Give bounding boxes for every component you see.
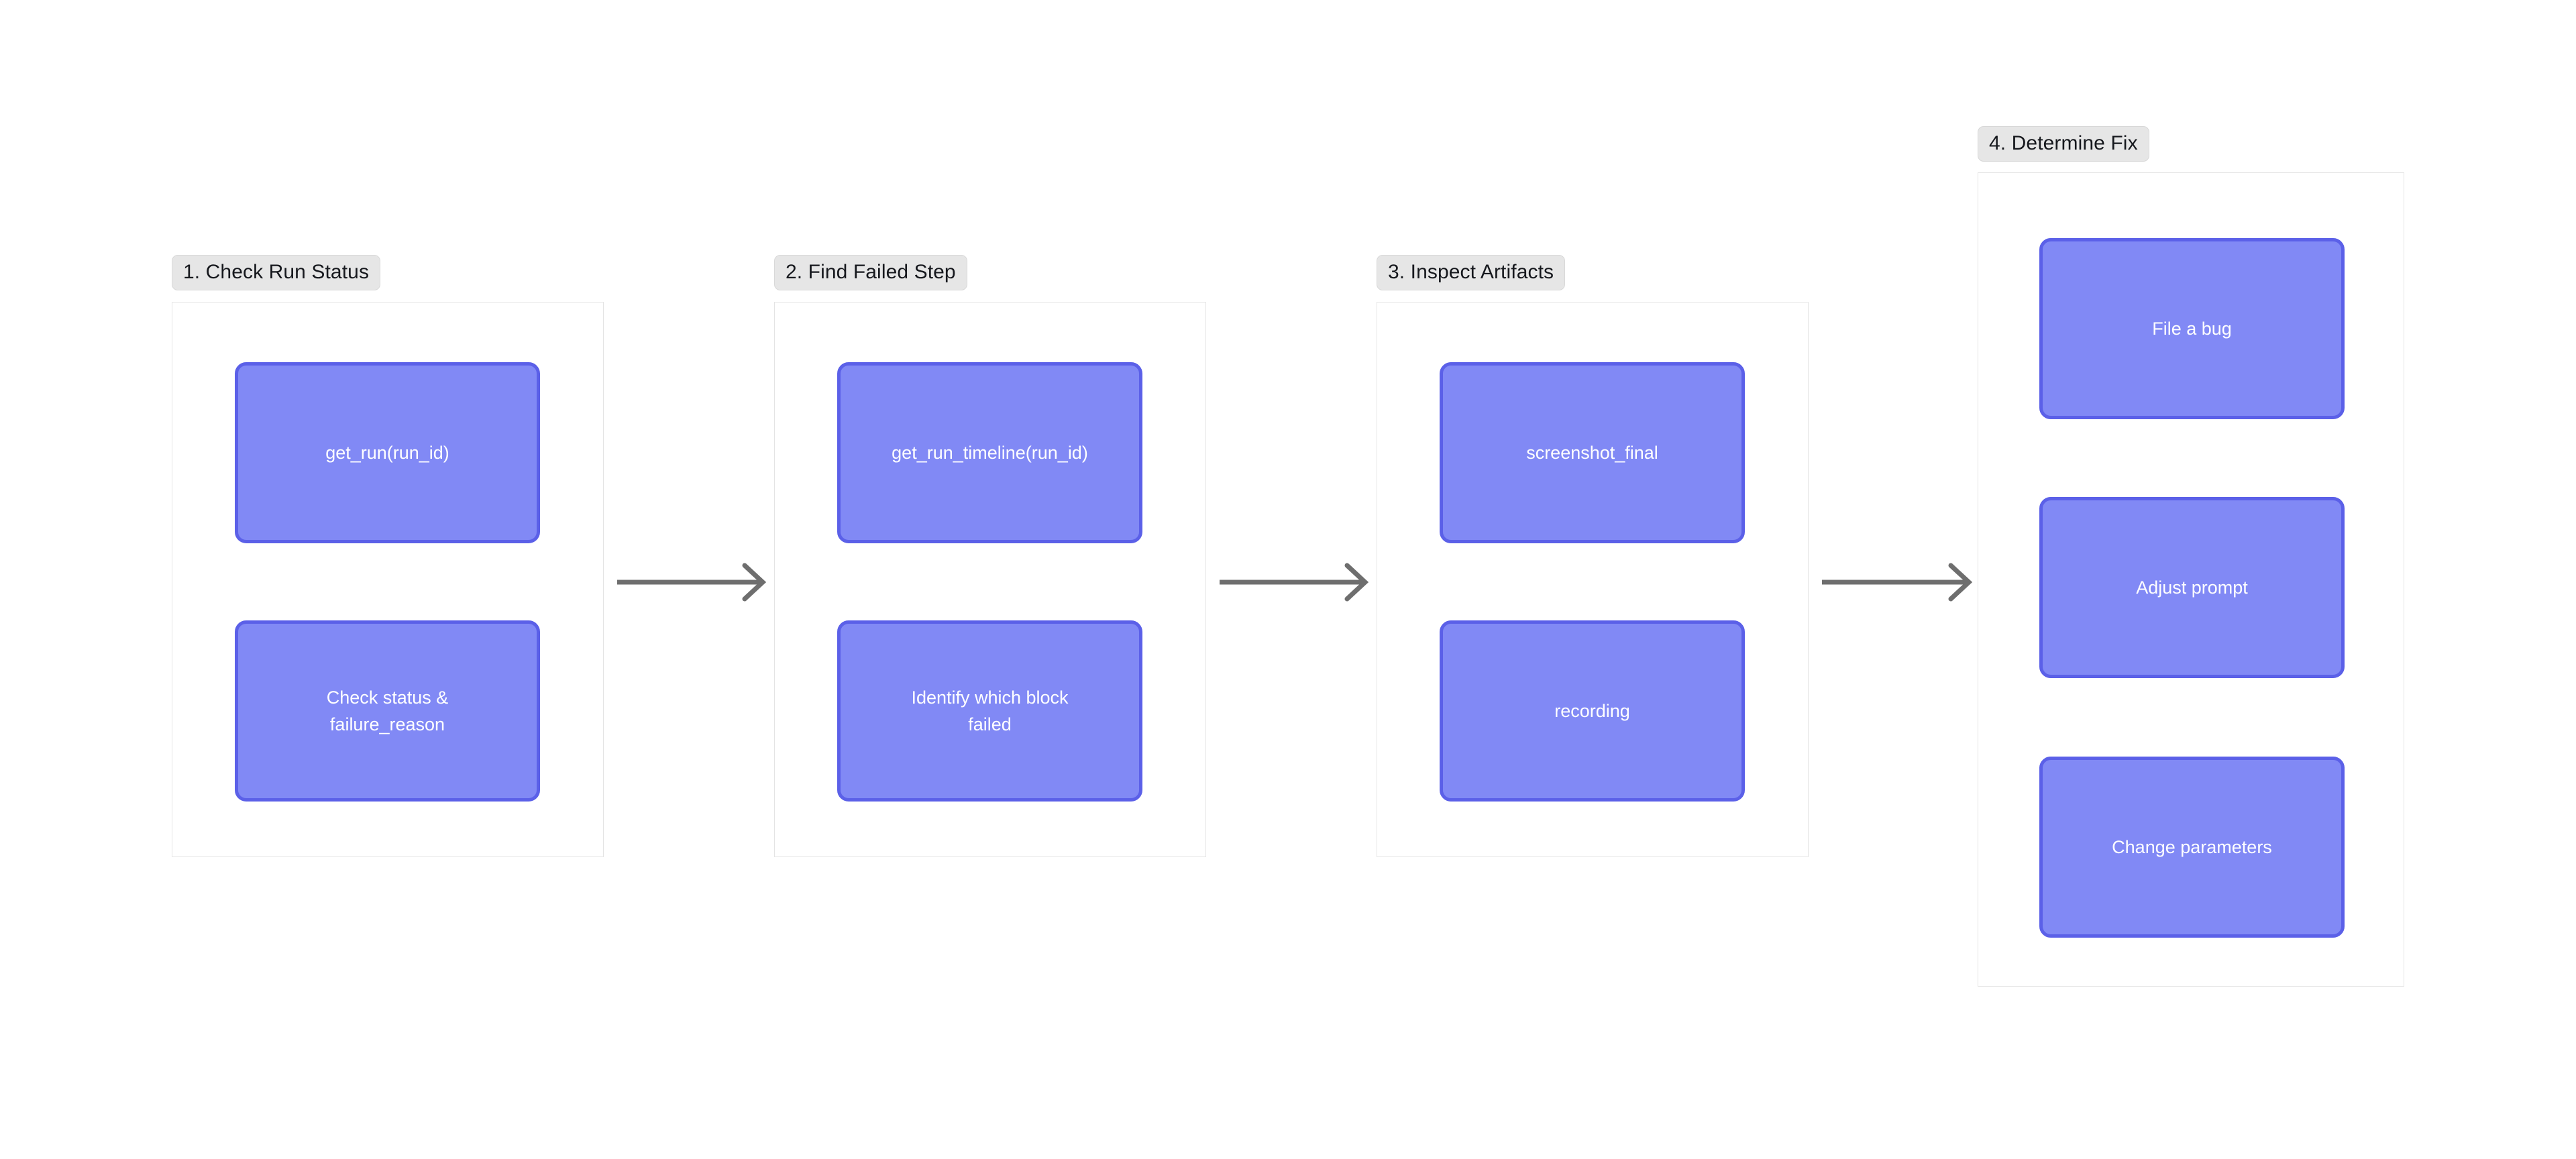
arrow-group2-to-group3 [1220, 555, 1374, 609]
group-determine-fix[interactable]: 4. Determine Fix File a bug Adjust promp… [1978, 126, 2404, 987]
node-adjust-prompt[interactable]: Adjust prompt [2039, 497, 2345, 678]
node-change-parameters-label: Change parameters [2112, 837, 2272, 857]
arrow-group3-to-group4 [1822, 555, 1978, 609]
node-get-run[interactable]: get_run(run_id) [235, 362, 540, 543]
node-get-run-timeline-label: get_run_timeline(run_id) [892, 443, 1088, 463]
node-check-status[interactable]: Check status & failure_reason [235, 620, 540, 802]
node-screenshot-final[interactable]: screenshot_final [1440, 362, 1745, 543]
group-find-failed-step[interactable]: 2. Find Failed Step get_run_timeline(run… [774, 255, 1206, 859]
node-check-status-label: Check status & failure_reason [326, 687, 449, 734]
node-recording[interactable]: recording [1440, 620, 1745, 802]
node-file-a-bug[interactable]: File a bug [2039, 238, 2345, 419]
node-file-a-bug-label: File a bug [2152, 319, 2232, 339]
group-label-2: 2. Find Failed Step [774, 255, 967, 290]
node-identify-block-label: Identify which block failed [911, 687, 1069, 734]
node-get-run-timeline[interactable]: get_run_timeline(run_id) [837, 362, 1142, 543]
node-identify-block[interactable]: Identify which block failed [837, 620, 1142, 802]
node-get-run-label: get_run(run_id) [325, 443, 449, 463]
group-inspect-artifacts[interactable]: 3. Inspect Artifacts screenshot_final re… [1377, 255, 1809, 859]
arrow-group1-to-group2 [617, 555, 771, 609]
node-change-parameters[interactable]: Change parameters [2039, 757, 2345, 938]
node-adjust-prompt-label: Adjust prompt [2136, 577, 2248, 598]
group-label-3: 3. Inspect Artifacts [1377, 255, 1566, 290]
node-recording-label: recording [1554, 701, 1630, 721]
group-check-run-status[interactable]: 1. Check Run Status get_run(run_id) Chec… [172, 255, 604, 859]
group-label-4: 4. Determine Fix [1978, 126, 2149, 162]
node-screenshot-final-label: screenshot_final [1526, 443, 1658, 463]
group-label-1: 1. Check Run Status [172, 255, 381, 290]
